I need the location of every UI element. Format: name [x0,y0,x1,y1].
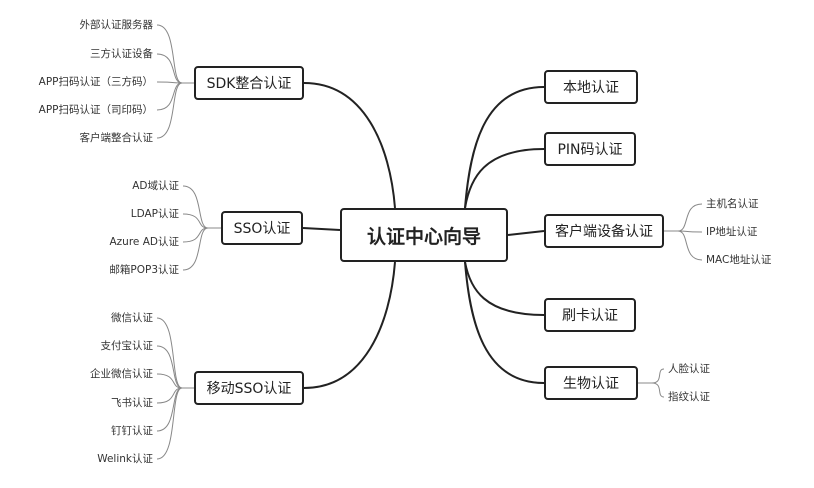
center-node: 认证中心向导 [340,208,508,262]
branch-client-device-auth: 客户端设备认证 [544,214,664,248]
leaf-bio-0: 人脸认证 [668,363,710,375]
branch-pin-auth: PIN码认证 [544,132,636,166]
branch-card-auth: 刷卡认证 [544,298,636,332]
branch-sso-auth: SSO认证 [221,211,303,245]
connector-center-bio [464,261,545,384]
leaf-sdk-4: 客户端整合认证 [79,132,154,144]
connector-sdk-leaf-4 [156,82,194,139]
branch-local-auth: 本地认证 [544,70,638,104]
leaf-sso-2: Azure AD认证 [109,236,179,248]
branch-mobile-sso-auth: 移动SSO认证 [194,371,304,405]
connector-msso-leaf-1 [156,345,194,389]
leaf-client-1: IP地址认证 [706,226,758,238]
leaf-sso-3: 邮箱POP3认证 [109,264,179,276]
connector-msso-leaf-0 [156,317,194,389]
branch-sdk-auth: SDK整合认证 [194,66,304,100]
leaf-client-2: MAC地址认证 [706,254,772,266]
connector-center-client [507,230,545,236]
connector-center-pin [464,148,545,209]
leaf-msso-5: Welink认证 [97,453,153,465]
leaf-sso-1: LDAP认证 [130,208,179,220]
connector-center-local [464,86,545,209]
leaf-msso-2: 企业微信认证 [90,368,153,380]
connector-center-card [464,261,545,316]
leaf-msso-1: 支付宝认证 [100,340,154,352]
leaf-client-0: 主机名认证 [706,198,759,210]
connector-sso-leaf-3 [182,227,221,271]
connector-center-sdk [303,82,396,209]
connector-sdk-leaf-1 [156,53,194,84]
leaf-bio-1: 指纹认证 [668,391,710,403]
connector-msso-leaf-4 [156,387,194,432]
leaf-sso-0: AD域认证 [132,180,179,192]
leaf-sdk-1: 三方认证设备 [90,48,153,60]
connector-sdk-leaf-0 [156,24,194,84]
connector-sso-leaf-0 [182,185,221,229]
leaf-sdk-0: 外部认证服务器 [79,19,154,31]
connector-msso-leaf-5 [156,387,194,460]
branch-biometric-auth: 生物认证 [544,366,638,400]
connector-bio-leaf-0 [638,368,665,384]
leaf-sdk-2: APP扫码认证（三方码） [38,76,153,88]
leaf-msso-4: 钉钉认证 [111,425,153,437]
leaf-msso-0: 微信认证 [111,312,153,324]
leaf-sdk-3: APP扫码认证（司印码） [38,104,153,116]
connector-bio-leaf-1 [638,382,665,398]
connector-client-leaf-2 [664,230,703,261]
connector-center-msso [303,261,396,389]
leaf-msso-3: 飞书认证 [111,397,153,409]
connector-center-sso [302,227,341,231]
connector-client-leaf-0 [664,203,703,232]
